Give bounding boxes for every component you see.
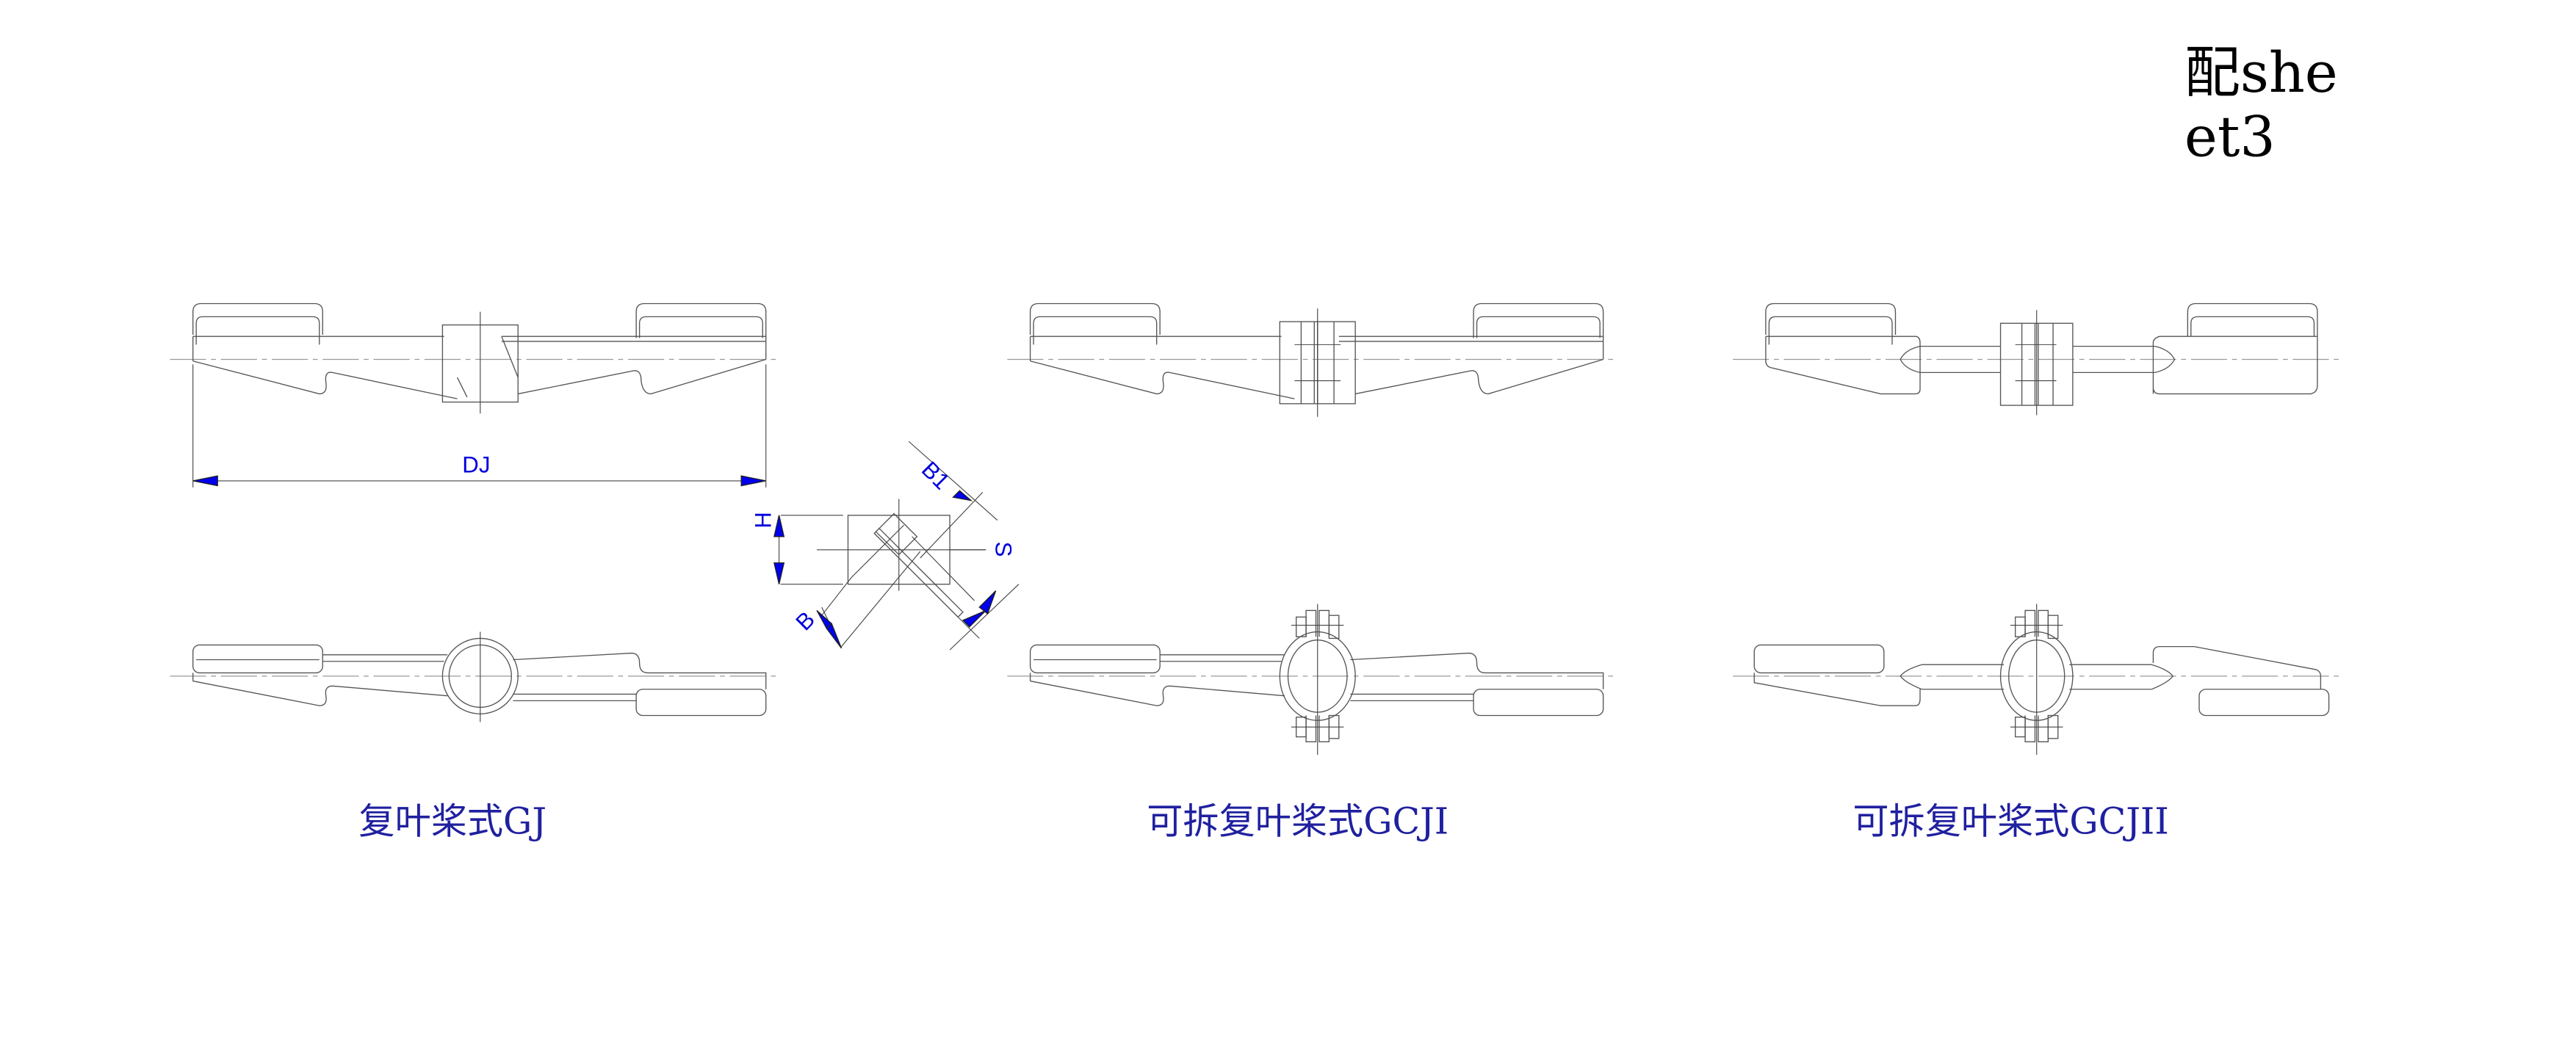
blade-section-detail: H B B1 S: [750, 441, 1020, 651]
dimension-label-b1: B1: [917, 457, 955, 495]
view-label-gcjii: 可拆复叶桨式GCJII: [1852, 800, 2168, 842]
view-label-gj: 复叶桨式GJ: [358, 800, 546, 842]
nut-icon: [2047, 615, 2059, 640]
view-label-gcji: 可拆复叶桨式GCJI: [1147, 800, 1448, 842]
bolt-head-icon: [2014, 616, 2026, 637]
dimension-label-b: B: [791, 606, 820, 636]
dimension-label-h: H: [750, 512, 776, 529]
dimension-label-s: S: [991, 542, 1017, 557]
sheet-title-line1: 配she: [2184, 40, 2338, 105]
view-gj-top: [169, 302, 782, 414]
bolt-head-icon: [1296, 616, 1307, 637]
dimension-dj: DJ: [192, 364, 767, 488]
nut-icon: [1328, 615, 1340, 640]
view-gcji-bottom: [1006, 604, 1619, 756]
view-gcji-top: [1006, 302, 1619, 417]
view-gcjii-bottom: [1733, 604, 2341, 756]
view-gcjii-top: [1733, 302, 2341, 416]
dimension-label-dj: DJ: [462, 452, 490, 478]
view-gj-bottom: [169, 631, 782, 722]
arrowhead-right: [740, 475, 766, 487]
sheet-title-line2: et3: [2184, 104, 2276, 169]
arrowhead-left: [192, 475, 218, 487]
